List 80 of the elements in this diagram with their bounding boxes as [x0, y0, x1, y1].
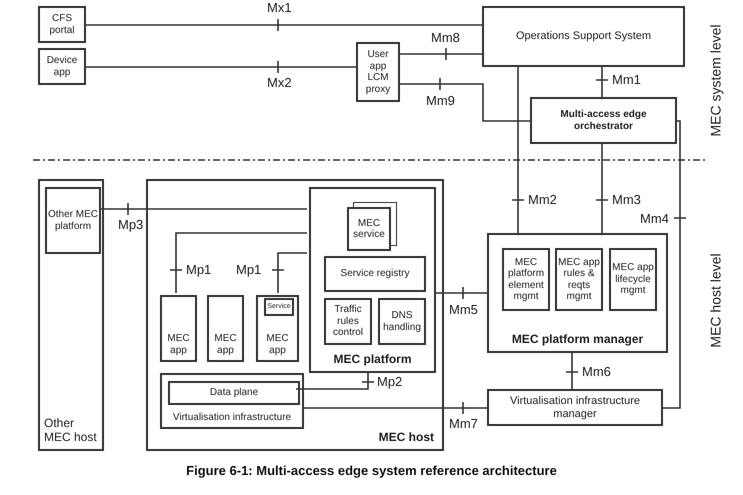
- connector-line: [595, 66, 609, 98]
- connector-line: [511, 66, 525, 234]
- edge-label: Mm3: [612, 192, 641, 207]
- component-box: [45, 187, 101, 254]
- edge-label: Mp1: [186, 262, 212, 277]
- connector-line: [399, 77, 531, 122]
- box-label: Traffic rules control: [332, 304, 364, 339]
- level-label: MEC host level: [708, 252, 724, 350]
- component-box: [482, 6, 685, 67]
- connector-line: [662, 120, 687, 409]
- component-box: [609, 248, 657, 311]
- connector-line: [271, 252, 308, 294]
- connector-line: [295, 370, 375, 390]
- box-label: MEC platform element mgmt: [506, 256, 546, 302]
- box-label: User app LCM proxy: [364, 49, 392, 95]
- edge-label: Mm9: [426, 93, 455, 108]
- component-box: [256, 295, 299, 362]
- component-box: [356, 42, 400, 102]
- component-box: [168, 381, 300, 405]
- edge-label: Mm2: [528, 192, 557, 207]
- edge-label: Mp1: [236, 262, 262, 277]
- edge-label: Mm4: [640, 211, 669, 226]
- edge-label: Mp3: [118, 217, 144, 232]
- connector-line: [399, 47, 483, 61]
- box-label: Other MEC platform: [47, 209, 99, 232]
- box-label: MEC app: [213, 333, 238, 356]
- connector-line: [433, 286, 488, 300]
- component-box: [38, 179, 104, 451]
- box-label: MEC app: [265, 333, 290, 356]
- component-box: [487, 233, 668, 353]
- component-box: [324, 256, 426, 292]
- component-box: [324, 298, 372, 345]
- component-box: [160, 373, 304, 429]
- box-label: MEC service: [352, 218, 386, 240]
- box-label: Service registry: [340, 268, 410, 280]
- box-label: MEC app lifecycle mgmt: [611, 262, 655, 297]
- box-label: Virtualisation infrastructure manager: [508, 394, 642, 420]
- component-box: [160, 295, 197, 362]
- edge-label: Mm8: [431, 30, 460, 45]
- edge-label: Mx1: [267, 0, 292, 15]
- component-box: [555, 248, 603, 311]
- box-label: Data plane: [210, 387, 258, 399]
- edge-label: Mx2: [267, 75, 292, 90]
- box-label: CFS portal: [48, 13, 76, 36]
- connector-line: [169, 232, 308, 294]
- component-box: [207, 295, 244, 362]
- box-label: Multi-access edge orchestrator: [559, 109, 648, 132]
- component-box: [502, 248, 550, 311]
- edge-label: Mm6: [582, 364, 611, 379]
- connector-line: [565, 352, 579, 390]
- component-box: [487, 389, 663, 426]
- component-box: [38, 6, 86, 43]
- box-label: Device app: [46, 55, 78, 78]
- box-label: MEC host: [378, 431, 434, 445]
- box-label: DNS handling: [382, 310, 422, 333]
- box-label: MEC platform manager: [512, 333, 644, 347]
- edge-label: Mm5: [449, 302, 478, 317]
- box-label: MEC app: [166, 333, 191, 356]
- box-label: MEC app rules & reqts mgmt: [557, 256, 601, 302]
- component-box: [264, 298, 294, 316]
- edge-label: Mp2: [377, 374, 402, 389]
- edge-label: Mm1: [612, 72, 641, 87]
- component-box: [378, 298, 426, 345]
- box-label: Virtualisation infrastructure: [172, 412, 292, 423]
- connector-line: [85, 18, 483, 32]
- component-box: [347, 207, 391, 251]
- connector-line: [85, 60, 357, 74]
- connector-line: [595, 143, 609, 234]
- level-label: MEC system level: [708, 23, 724, 139]
- connector-line: [98, 202, 308, 216]
- component-box: [146, 179, 444, 451]
- component-box: [309, 187, 436, 373]
- figure-caption: Figure 6-1: Multi-access edge system reference architecture: [185, 462, 558, 480]
- box-label: Operations Support System: [516, 30, 652, 43]
- component-box: [38, 48, 86, 85]
- box-label: Other MEC host: [44, 417, 98, 445]
- edge-label: Mm7: [449, 416, 478, 431]
- box-label: MEC platform: [334, 353, 412, 367]
- connector-line: [301, 401, 488, 415]
- component-box: [530, 97, 677, 144]
